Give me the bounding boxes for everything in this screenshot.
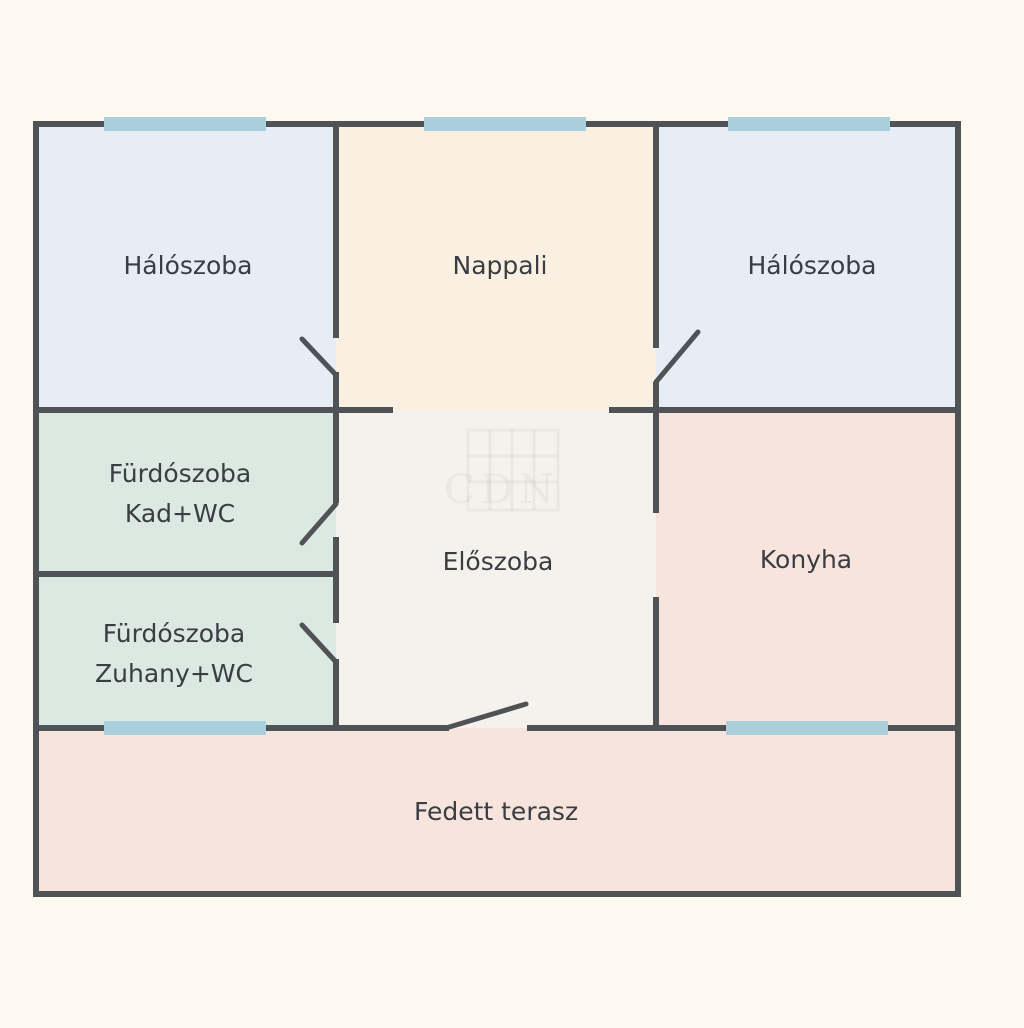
door-swing bbox=[299, 501, 339, 546]
window bbox=[424, 117, 586, 131]
window bbox=[728, 117, 890, 131]
room-label-living: Nappali bbox=[452, 251, 548, 280]
room-fill-terrace bbox=[36, 728, 958, 894]
room-label-bath-tub: Fürdószoba Kad+WC bbox=[109, 454, 252, 534]
room-label-terrace: Fedett terasz bbox=[413, 797, 579, 826]
window bbox=[104, 721, 266, 735]
door-swing bbox=[443, 701, 529, 731]
window bbox=[104, 117, 266, 131]
room-fill-bath-tub bbox=[36, 410, 336, 574]
watermark-text: CDN bbox=[444, 467, 560, 513]
room-label-hall: Előszoba bbox=[442, 547, 554, 576]
room-fill-hall bbox=[336, 410, 656, 728]
room-fill-bedroom-left bbox=[36, 124, 336, 410]
door-swing bbox=[299, 622, 339, 665]
room-label-line: Fürdószoba bbox=[102, 619, 246, 648]
windows bbox=[104, 117, 890, 735]
room-label-line: Fürdószoba bbox=[108, 459, 252, 488]
room-label-line: Kad+WC bbox=[124, 499, 236, 528]
room-fill-living bbox=[336, 124, 656, 410]
room-label-kitchen: Konyha bbox=[759, 545, 853, 574]
room-label-bath-shower: Fürdószoba Zuhany+WC bbox=[95, 614, 253, 694]
room-fill-bath-shower bbox=[36, 574, 336, 728]
door-swing bbox=[299, 336, 339, 378]
room-label-line: Zuhany+WC bbox=[95, 659, 253, 688]
door-swing bbox=[653, 329, 701, 385]
doors bbox=[299, 329, 701, 731]
room-fill-bedroom-right bbox=[656, 124, 958, 410]
room-label-bedroom-right: Hálószoba bbox=[747, 251, 877, 280]
room-label-bedroom-left: Hálószoba bbox=[123, 251, 253, 280]
room-fill-kitchen bbox=[656, 410, 958, 728]
watermark-logo bbox=[466, 428, 560, 512]
window bbox=[726, 721, 888, 735]
